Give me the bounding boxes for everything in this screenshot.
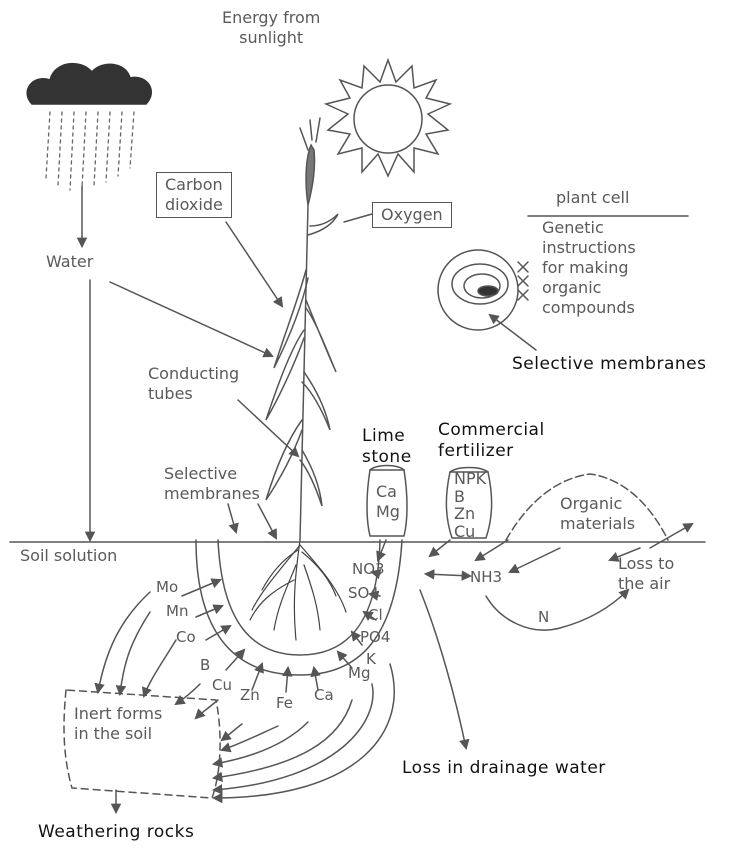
nutrient-so4: SO4 <box>348 584 379 603</box>
sun-icon <box>326 60 450 176</box>
weathering-rocks-label: Weathering rocks <box>38 822 194 843</box>
loss-in-drainage-label: Loss in drainage water <box>402 758 606 779</box>
rain-cloud-icon <box>27 64 151 104</box>
nutrient-cl: Cl <box>368 606 383 625</box>
nutrient-zn: Zn <box>240 686 260 705</box>
oxygen-label: Oxygen <box>372 202 452 228</box>
wheat-plant-icon <box>266 118 338 540</box>
nutrient-ca: Ca <box>314 686 334 705</box>
roots-icon <box>250 540 346 640</box>
nutrient-n: N <box>538 608 549 627</box>
nutrient-mn: Mn <box>166 602 188 621</box>
nutrient-k: K <box>366 650 376 669</box>
nutrient-po4: PO4 <box>360 628 390 647</box>
nutrient-fe: Fe <box>276 694 293 713</box>
nutrient-nh3: NH3 <box>470 568 502 587</box>
dna-icon <box>518 262 528 300</box>
plant-cell-icon <box>438 250 518 330</box>
nutrient-cu: Cu <box>212 676 232 695</box>
nutrient-co: Co <box>176 628 196 647</box>
plant-cell-label: plant cell <box>556 188 629 208</box>
rain-icon <box>46 112 134 190</box>
nutrient-mo: Mo <box>156 578 178 597</box>
selective-membranes-cell-label: Selective membranes <box>512 354 706 375</box>
nutrient-b: B <box>200 656 210 675</box>
water-label: Water <box>46 252 93 272</box>
soil-solution-label: Soil solution <box>20 546 117 566</box>
nutrient-no3: NO3 <box>352 560 385 579</box>
